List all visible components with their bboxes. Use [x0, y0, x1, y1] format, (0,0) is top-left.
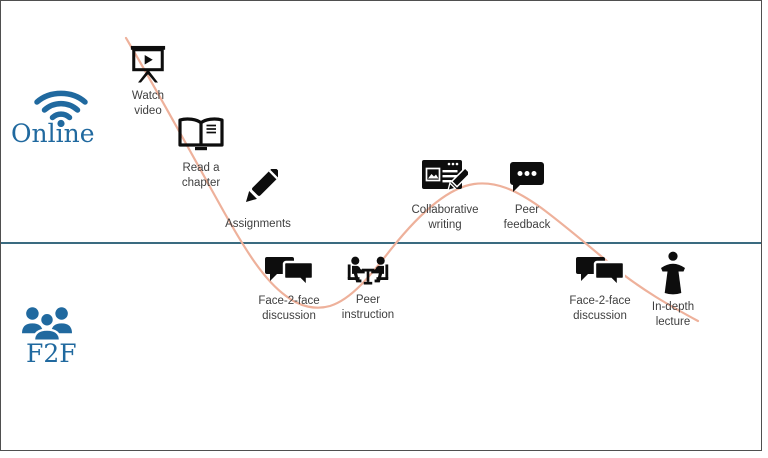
zone-f2f-label: F2F [26, 339, 77, 368]
activity-label: In-depth lecture [651, 301, 695, 328]
activity-peer-feedback: Peer feedback [472, 161, 582, 233]
activity-label: Collaborative writing [411, 204, 479, 231]
activity-in-depth-lecture: In-depth lecture [618, 251, 728, 330]
zone-f2f [22, 304, 72, 348]
zone-online [32, 87, 90, 127]
comment-dots-icon [509, 161, 545, 193]
speech-bubbles-icon [575, 256, 625, 288]
activity-label: Assignments [225, 218, 291, 230]
online-f2f-divider-line [1, 242, 762, 244]
activity-face-2-face-discussion-1: Face-2-face discussion [234, 256, 344, 324]
people-group-icon [22, 304, 72, 348]
activity-label: Read a chapter [181, 162, 221, 189]
activity-label: Peer instruction [341, 294, 395, 321]
activity-label: Peer feedback [503, 204, 551, 231]
presentation-screen-icon [128, 45, 168, 83]
activity-label: Watch video [131, 90, 165, 117]
pencil-icon [238, 169, 278, 211]
lectern-speaker-icon [657, 251, 689, 297]
seated-pair-table-icon [344, 256, 392, 288]
activity-assignments: Assignments [203, 169, 313, 232]
wifi-icon [32, 87, 90, 127]
activity-watch-video: Watch video [93, 45, 203, 119]
activity-label: Face-2-face discussion [569, 295, 631, 322]
activity-face-2-face-discussion-2: Face-2-face discussion [545, 256, 655, 324]
activity-label: Face-2-face discussion [258, 295, 320, 322]
activity-peer-instruction: Peer instruction [313, 256, 423, 323]
zone-online-label: Online [11, 119, 95, 148]
activity-collaborative-writing: Collaborative writing [390, 160, 500, 233]
speech-bubbles-icon [264, 256, 314, 288]
open-book-icon [177, 116, 225, 152]
document-edit-icon [422, 160, 468, 194]
activity-read-a-chapter: Read a chapter [146, 116, 256, 191]
